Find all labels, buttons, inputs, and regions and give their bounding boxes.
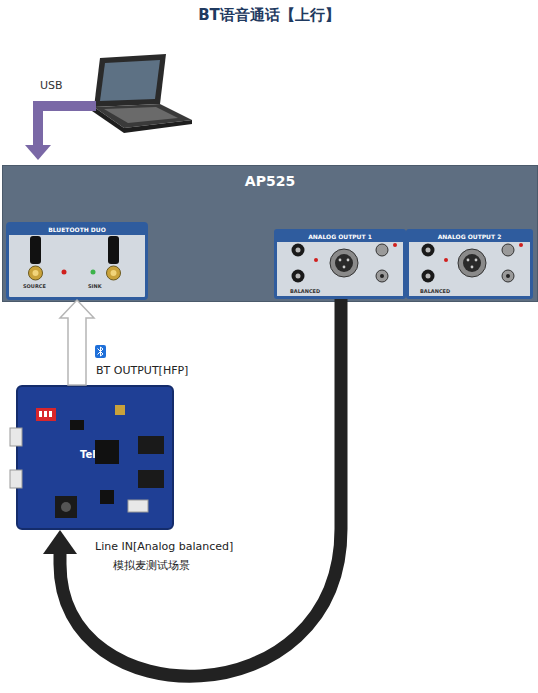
node-label: BLUETOOTH DUO (9, 225, 145, 235)
diagram-title: BT语音通话【上行】 (0, 6, 538, 25)
laptop-illustration (92, 54, 192, 133)
analog-connectors-2 (422, 243, 524, 283)
connector (60, 300, 94, 385)
bluetooth-icon (95, 345, 106, 358)
text-label: 模拟麦测试场景 (113, 558, 190, 573)
node-label: ANALOG OUTPUT 2 (409, 232, 530, 242)
analog-connectors-1 (292, 243, 398, 283)
analog-output-panel: ANALOG OUTPUT 1 (274, 229, 406, 299)
bluetooth-panel: BLUETOOTH DUO (6, 222, 148, 300)
usb-arrow (25, 106, 96, 160)
analog-output-panel: ANALOG OUTPUT 2 (406, 229, 533, 299)
node-label: ANALOG OUTPUT 1 (277, 232, 403, 242)
edge-label: BT OUTPUT[HFP] (96, 364, 188, 377)
text-label: Line IN[Analog balanced] (95, 540, 233, 553)
text-label: USB (40, 79, 63, 92)
arrow-head (43, 530, 77, 554)
node-label: Telink (80, 449, 113, 460)
telink-board: Telink (16, 385, 174, 530)
connector (43, 299, 341, 676)
board-details (10, 405, 164, 518)
node-label: AP525 (3, 173, 537, 189)
hollow-arrow (60, 300, 94, 385)
cable-line (60, 299, 341, 676)
device-band: AP525BLUETOOTH DUO ANALOG OUTPUT 1 ANALOG … (2, 165, 538, 302)
bluetooth-antennas (29, 236, 121, 280)
